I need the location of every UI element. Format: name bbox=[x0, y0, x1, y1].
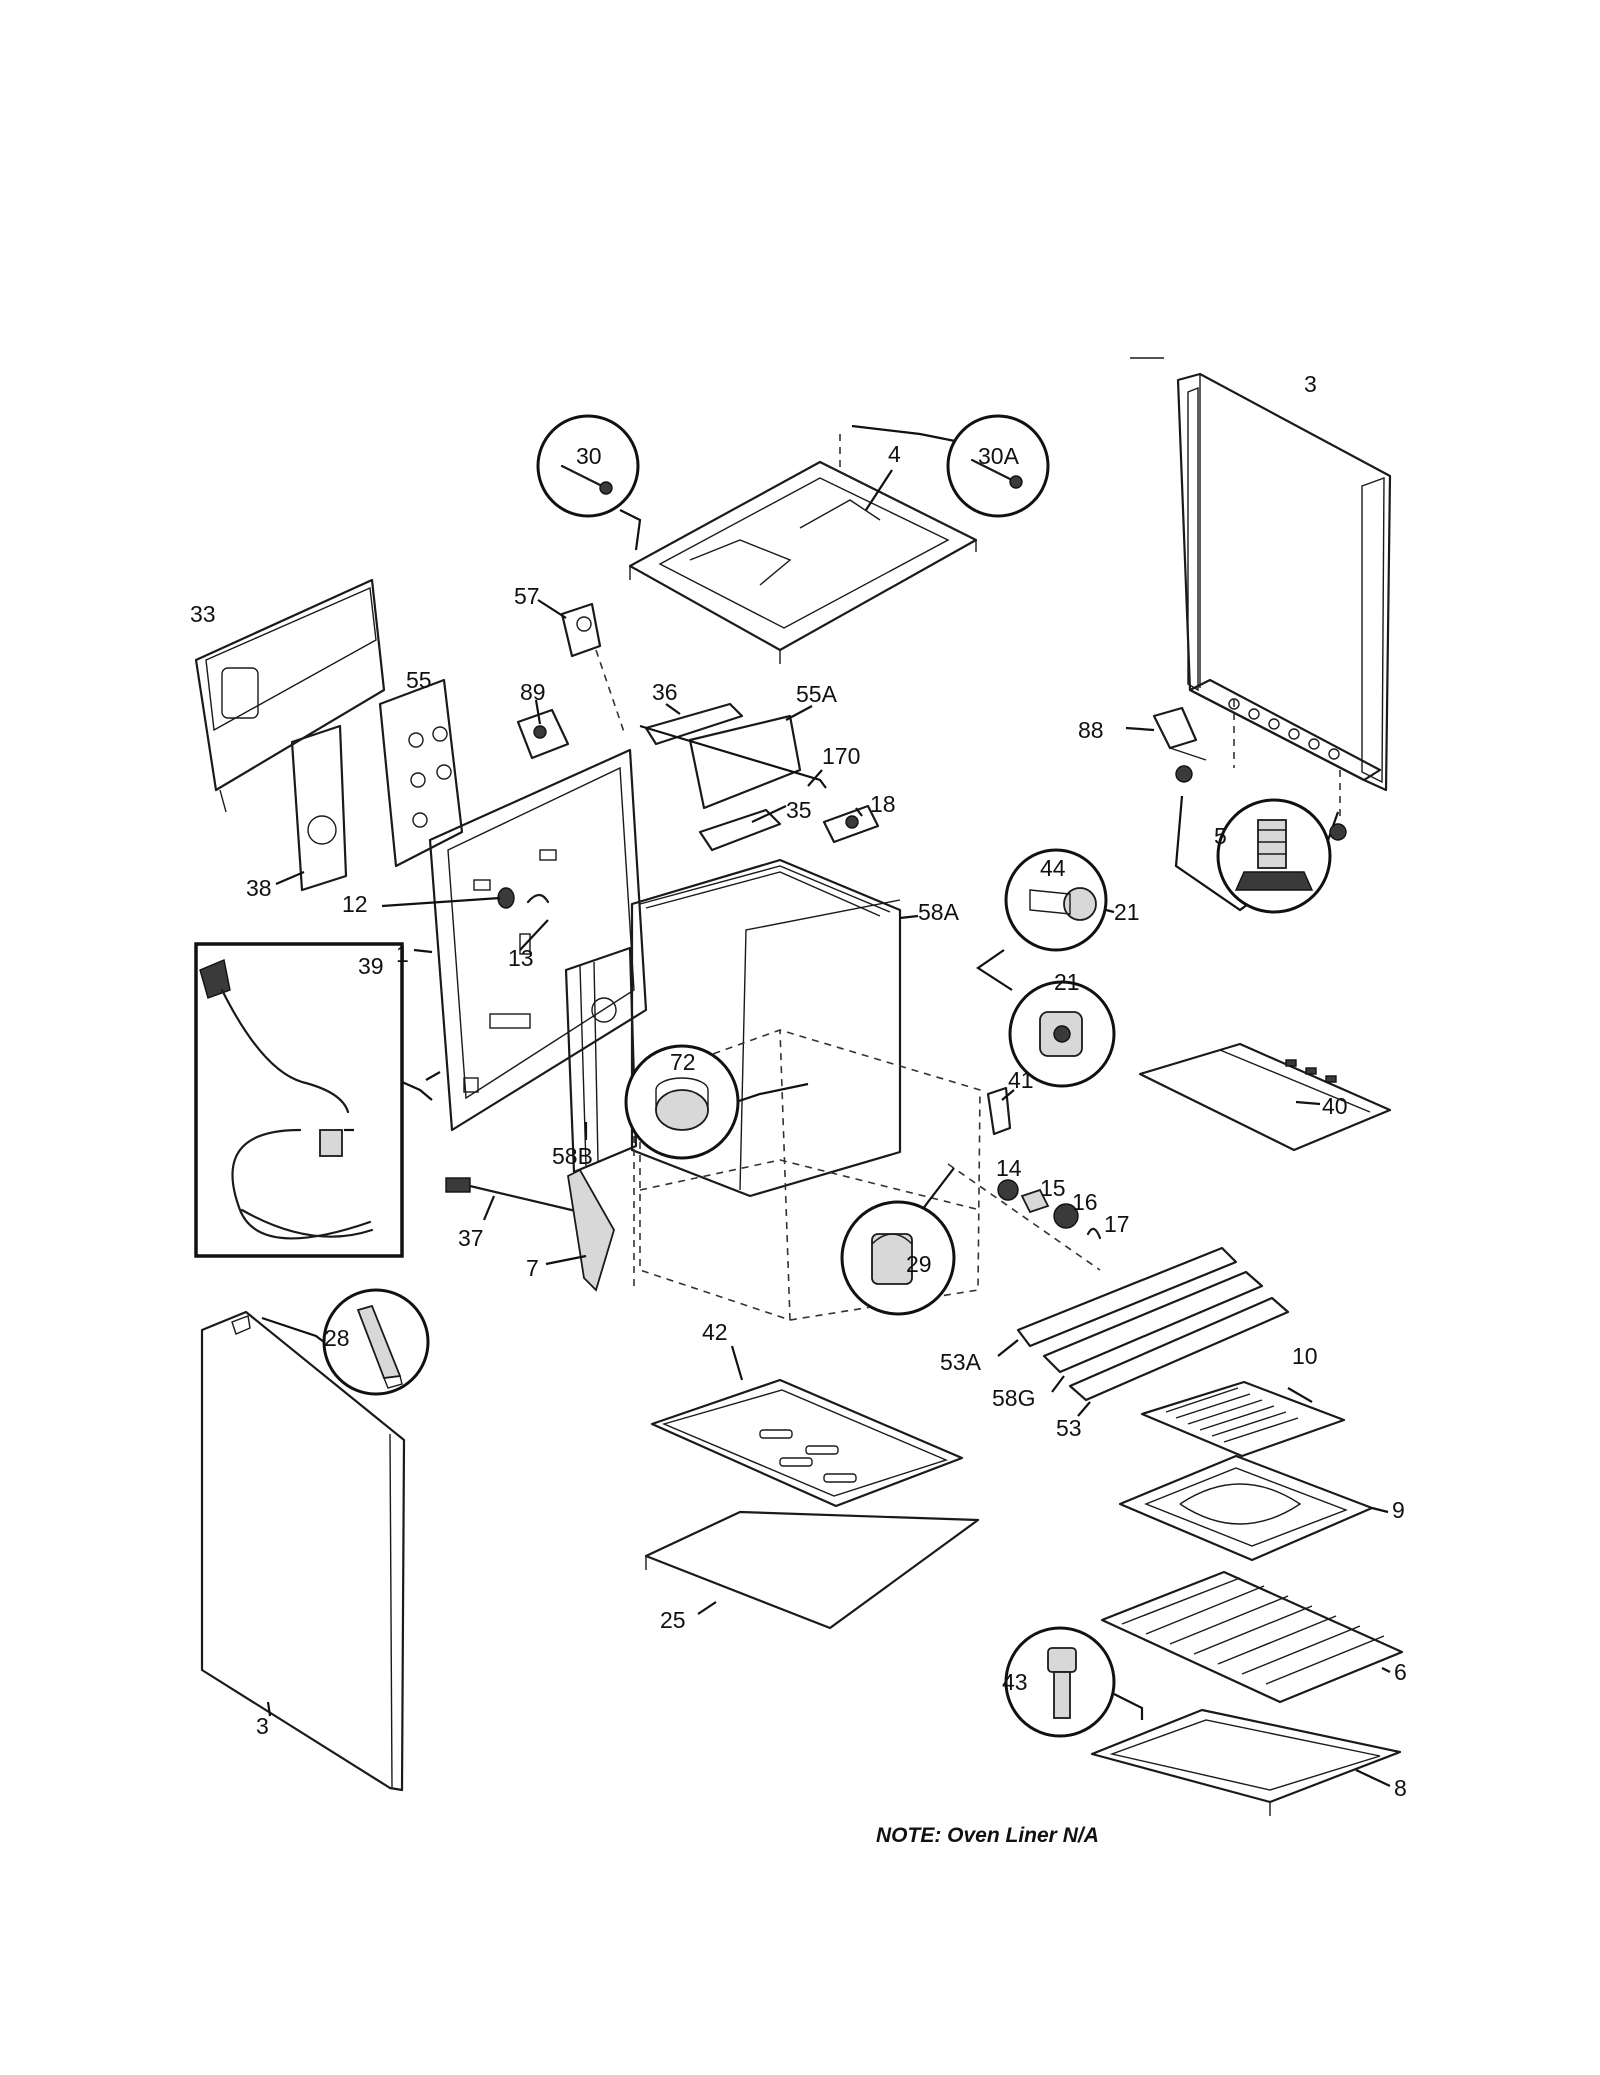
thermal-fuse-callout bbox=[624, 1044, 809, 1160]
label-58G: 58G bbox=[992, 1385, 1035, 1411]
latch-callout bbox=[840, 1167, 956, 1316]
broil-drawer-baffle bbox=[1138, 1042, 1392, 1152]
broiler-grid bbox=[1140, 1380, 1346, 1458]
label-12: 12 bbox=[342, 891, 368, 917]
label-30A: 30A bbox=[978, 443, 1020, 469]
label-14: 14 bbox=[996, 1155, 1022, 1181]
leveling-leg-callout bbox=[1174, 700, 1347, 914]
side-panel-right bbox=[1130, 357, 1392, 792]
drawer-panel bbox=[1090, 1708, 1402, 1816]
label-10: 10 bbox=[1292, 1343, 1318, 1369]
label-88: 170 bbox=[822, 743, 860, 769]
anti-tip-bracket bbox=[1125, 706, 1207, 761]
label-18: 18 bbox=[870, 791, 896, 817]
label-58A: 58A bbox=[918, 899, 960, 925]
label-33: 33 bbox=[190, 601, 216, 627]
top-frame bbox=[628, 434, 978, 664]
hinge-bracket bbox=[986, 1086, 1015, 1136]
label-72: 72 bbox=[670, 1049, 696, 1075]
label-89: 89 bbox=[520, 679, 546, 705]
label-37: 37 bbox=[458, 1225, 484, 1251]
broiler-rails bbox=[997, 1246, 1290, 1417]
label-41: 41 bbox=[1008, 1067, 1034, 1093]
label-42: 42 bbox=[702, 1319, 728, 1345]
label-35: 35 bbox=[786, 797, 812, 823]
label-5: 5 bbox=[1214, 823, 1227, 849]
label-36: 36 bbox=[652, 679, 678, 705]
label-28: 28 bbox=[324, 1325, 350, 1351]
label-9: 9 bbox=[1392, 1497, 1405, 1523]
back-cover-panel bbox=[194, 578, 386, 813]
part-labels: 3 4 30 30A 33 57 55 89 36 55A 88 170 5 3… bbox=[190, 371, 1407, 1801]
label-44: 44 bbox=[1040, 855, 1066, 881]
screw-callout bbox=[1004, 1626, 1144, 1738]
label-39: 39 bbox=[358, 953, 384, 979]
label-53A: 53A bbox=[940, 1349, 982, 1375]
insulation-blankets bbox=[564, 858, 919, 1198]
oven-liner-note: NOTE: Oven Liner N/A bbox=[876, 1824, 1099, 1847]
door-hinge bbox=[545, 1168, 615, 1292]
door-stop-callouts bbox=[976, 848, 1116, 1088]
side-panel-left bbox=[200, 1288, 430, 1792]
oven-cavity-outline bbox=[633, 1029, 981, 1321]
main-back-panel bbox=[413, 748, 648, 1132]
label-15: 15 bbox=[1040, 1175, 1066, 1201]
sensor-parts bbox=[381, 887, 550, 951]
lower-panel bbox=[644, 1510, 980, 1630]
power-cord-box bbox=[194, 942, 433, 1258]
label-57: 57 bbox=[514, 583, 540, 609]
label-17: 17 bbox=[1104, 1211, 1130, 1237]
label-58B: 58B bbox=[552, 1143, 593, 1169]
oven-bottom-panel bbox=[650, 1345, 964, 1508]
label-55: 55 bbox=[406, 667, 432, 693]
wire-harness bbox=[445, 1177, 582, 1221]
lamp-parts bbox=[947, 1163, 1102, 1271]
label-8: 8 bbox=[1394, 1775, 1407, 1801]
label-1: 1 bbox=[396, 941, 409, 967]
label-55A: 55A bbox=[796, 681, 838, 707]
label-53: 53 bbox=[1056, 1415, 1082, 1441]
label-29: 29 bbox=[906, 1251, 932, 1277]
label-25: 25 bbox=[660, 1607, 686, 1633]
label-40: 40 bbox=[1322, 1093, 1348, 1119]
label-3-top: 3 bbox=[1304, 371, 1317, 397]
label-38: 38 bbox=[246, 875, 272, 901]
label-170: 88 bbox=[1078, 717, 1104, 743]
label-16: 16 bbox=[1072, 1189, 1098, 1215]
label-43: 43 bbox=[1002, 1669, 1028, 1695]
label-21-bottom: 21 bbox=[1054, 969, 1080, 995]
label-7: 7 bbox=[526, 1255, 539, 1281]
label-13: 13 bbox=[508, 945, 534, 971]
label-6: 6 bbox=[1394, 1659, 1407, 1685]
label-4: 4 bbox=[888, 441, 901, 467]
broiler-pan bbox=[1118, 1454, 1389, 1562]
label-21-top: 21 bbox=[1114, 899, 1140, 925]
controls-cluster bbox=[516, 599, 880, 852]
oven-rack bbox=[1100, 1570, 1404, 1704]
rear-panel-insulation bbox=[378, 678, 464, 868]
label-30: 30 bbox=[576, 443, 602, 469]
clip-callouts bbox=[536, 414, 1050, 551]
shield-panel bbox=[275, 724, 348, 892]
label-3-bottom: 3 bbox=[256, 1713, 269, 1739]
